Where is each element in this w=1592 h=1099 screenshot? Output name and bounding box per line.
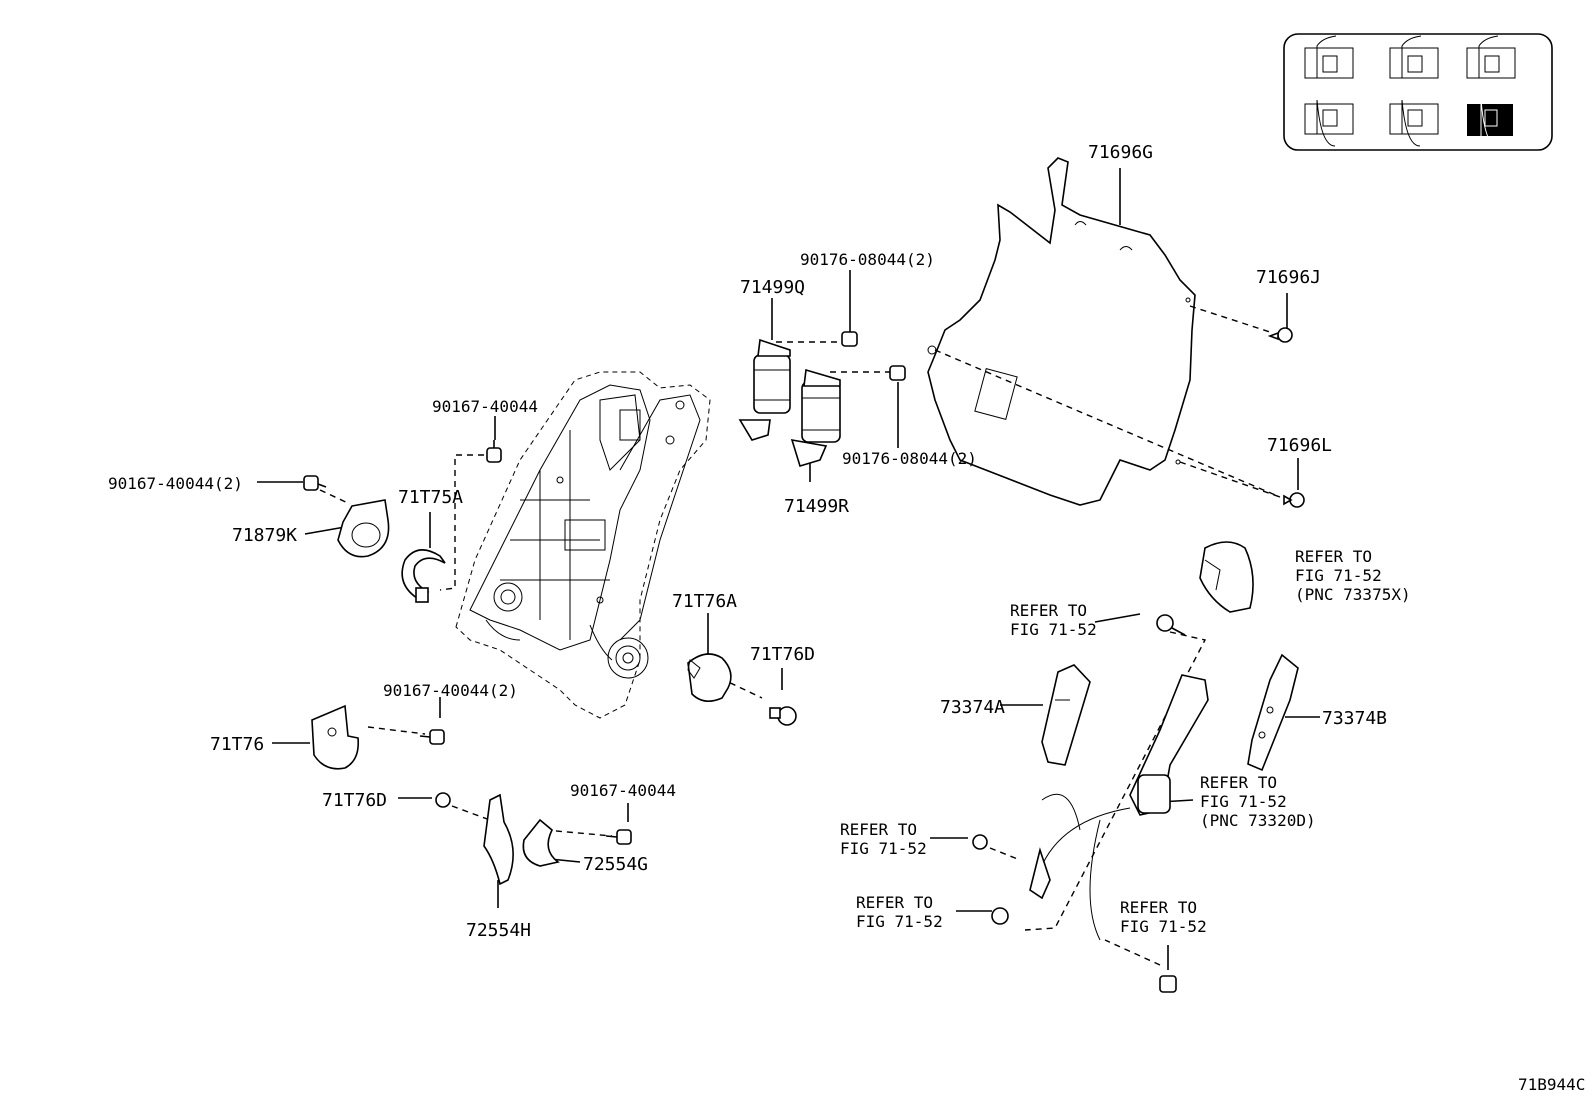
actuator-71499R (790, 368, 841, 467)
belt-cover-73375X (1199, 541, 1254, 613)
refer-pnc-73320D: REFER TO FIG 71-52 (PNC 73320D) (1200, 773, 1316, 830)
refer-notes: REFER TO FIG 71-52 (PNC 73375X) REFER TO… (840, 547, 1411, 936)
label-73374B: 73374B (1322, 708, 1387, 729)
screw-90167-top (486, 440, 502, 463)
label-71T76D-right: 71T76D (750, 644, 815, 665)
refer-nut1-line1: REFER TO (840, 820, 917, 839)
seat-locator-inset (1283, 33, 1553, 151)
clip-71696J (1267, 327, 1293, 343)
screw-90167-mid (419, 729, 445, 745)
refer-bolt: REFER TO FIG 71-52 (1120, 898, 1207, 936)
actuator-71499Q (738, 338, 791, 441)
label-90167-40044-top: 90167-40044 (432, 397, 538, 416)
refer-bolt-line1: REFER TO (1120, 898, 1197, 917)
bolt-refer-bottom (1159, 975, 1177, 993)
locator-seat-5 (1389, 99, 1439, 147)
locator-seat-3 (1466, 35, 1516, 79)
label-90176-08044-bottom: 90176-08044(2) (842, 449, 977, 468)
cover-72554G (522, 818, 560, 867)
label-90167-40044-left: 90167-40044(2) (108, 474, 243, 493)
refer-nut2-line2: FIG 71-52 (856, 912, 943, 931)
seatback-frame (455, 371, 711, 719)
screw-90167-bottom (605, 829, 632, 845)
refer-screw-line2: FIG 71-52 (1010, 620, 1097, 639)
refer-73320D-line1: REFER TO (1200, 773, 1277, 792)
cover-72554H (483, 793, 514, 886)
seatback-board (927, 157, 1196, 506)
nut-refer-2 (991, 907, 1009, 925)
locator-seat-6-highlighted (1467, 99, 1513, 147)
locator-seat-4 (1304, 99, 1354, 147)
label-73374A: 73374A (940, 697, 1005, 718)
refer-nut-1: REFER TO FIG 71-52 (840, 820, 927, 858)
label-71T76: 71T76 (210, 734, 264, 755)
label-71T76A: 71T76A (672, 591, 737, 612)
refer-nut2-line1: REFER TO (856, 893, 933, 912)
cover-71879K (337, 499, 390, 558)
refer-pnc-73375X: REFER TO FIG 71-52 (PNC 73375X) (1295, 547, 1411, 604)
label-90167-40044-bottom: 90167-40044 (570, 781, 676, 800)
refer-screw-line1: REFER TO (1010, 601, 1087, 620)
label-71T76D-left: 71T76D (322, 790, 387, 811)
cover-71T76 (311, 704, 360, 770)
garnish-73374B (1247, 653, 1299, 772)
refer-73320D-line2: FIG 71-52 (1200, 792, 1287, 811)
pin-71T76D-left (435, 792, 451, 808)
locator-seat-1 (1304, 35, 1354, 79)
label-71696L: 71696L (1267, 435, 1332, 456)
label-71696J: 71696J (1256, 267, 1321, 288)
locator-seat-2 (1389, 35, 1439, 79)
refer-screw: REFER TO FIG 71-52 (1010, 601, 1097, 639)
label-72554H: 72554H (466, 920, 531, 941)
bolt-refer-screw (1156, 614, 1186, 636)
label-90167-40044-mid: 90167-40044(2) (383, 681, 518, 700)
nut-refer-1 (972, 834, 988, 850)
refer-73375X-line1: REFER TO (1295, 547, 1372, 566)
nut-90176-bottom (889, 365, 906, 381)
label-90176-08044-top: 90176-08044(2) (800, 250, 935, 269)
garnish-73374A (1041, 664, 1091, 766)
belt-anchor (1029, 793, 1081, 900)
clip-71696L (1283, 492, 1305, 508)
belt-retractor-73320D (1039, 674, 1209, 941)
refer-nut-2: REFER TO FIG 71-52 (856, 893, 943, 931)
nut-90176-top (841, 331, 858, 347)
refer-bolt-line2: FIG 71-52 (1120, 917, 1207, 936)
label-71499R: 71499R (784, 496, 849, 517)
knob-71T76A (687, 653, 732, 702)
refer-73375X-line2: FIG 71-52 (1295, 566, 1382, 585)
label-71696G: 71696G (1088, 142, 1153, 163)
refer-73320D-line3: (PNC 73320D) (1200, 811, 1316, 830)
screw-90167-left (303, 475, 327, 491)
small-parts (303, 327, 1305, 993)
refer-73375X-line3: (PNC 73375X) (1295, 585, 1411, 604)
pin-71T76D-right (769, 706, 797, 726)
clamp-71T75A (401, 549, 446, 603)
refer-nut1-line2: FIG 71-52 (840, 839, 927, 858)
part-labels: 71696G 71696J 71696L 71499Q 71499R 90176… (108, 142, 1387, 941)
label-72554G: 72554G (583, 854, 648, 875)
label-71T75A: 71T75A (398, 487, 463, 508)
label-71879K: 71879K (232, 525, 297, 546)
diagram-id: 71B944C (1518, 1075, 1585, 1094)
label-71499Q: 71499Q (740, 277, 805, 298)
